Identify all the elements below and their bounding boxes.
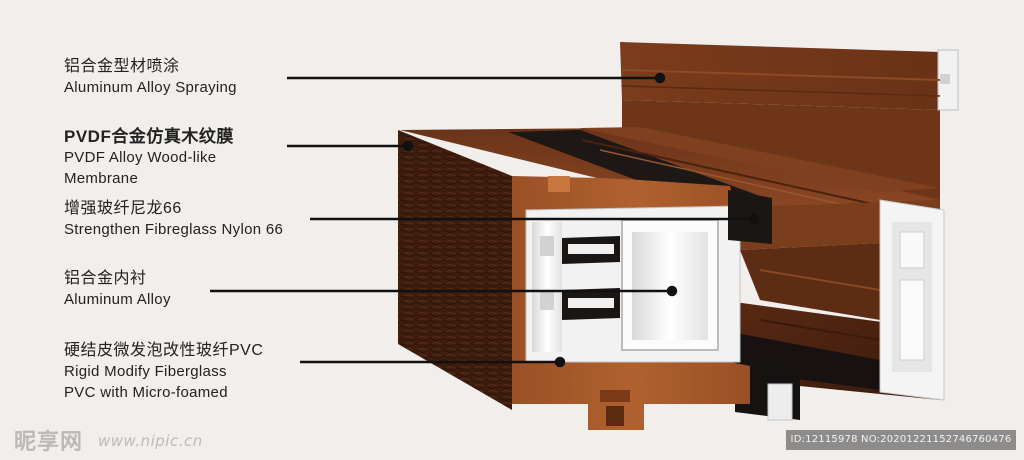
label-cn: 铝合金内衬 [64, 270, 147, 287]
label-nylon-66: 增强玻纤尼龙66 Strengthen Fibreglass Nylon 66 [64, 198, 283, 240]
label-en: PVC with Micro-foamed [64, 384, 228, 401]
label-en: PVDF Alloy Wood-like [64, 149, 217, 166]
frame-right-black-gap [720, 330, 880, 390]
label-cn: 铝合金型材喷涂 [64, 58, 180, 75]
label-aluminum-liner: 铝合金内衬 Aluminum Alloy [64, 268, 171, 310]
label-pvdf-membrane: PVDF合金仿真木纹膜 PVDF Alloy Wood-like Membran… [64, 126, 234, 189]
back-aluminum-wall [620, 42, 940, 110]
leader-lines [210, 72, 760, 368]
label-pvc-foamed: 硬结皮微发泡改性玻纤PVC Rigid Modify Fiberglass PV… [64, 340, 263, 403]
top-rail [580, 127, 940, 192]
watermark-url: www.nipic.cn [98, 432, 203, 450]
watermark-logo: 昵享网 [14, 429, 84, 455]
label-aluminum-spraying: 铝合金型材喷涂 Aluminum Alloy Spraying [64, 56, 237, 98]
label-en: Aluminum Alloy Spraying [64, 79, 237, 96]
wood-grain-side-face [398, 130, 512, 410]
top-black-nylon-strip [508, 130, 760, 200]
label-en: Membrane [64, 170, 139, 187]
label-en: Strengthen Fibreglass Nylon 66 [64, 221, 284, 238]
back-aluminum-end-notch [940, 74, 950, 84]
label-en: Aluminum Alloy [64, 291, 171, 308]
label-cn: 增强玻纤尼龙66 [64, 200, 182, 217]
label-cn: PVDF合金仿真木纹膜 [64, 127, 234, 146]
label-cn: 硬结皮微发泡改性玻纤PVC [64, 342, 264, 359]
image-id-bar: ID:12115978 NO:20201221152746760476 [786, 430, 1016, 450]
label-en: Rigid Modify Fiberglass [64, 363, 227, 380]
